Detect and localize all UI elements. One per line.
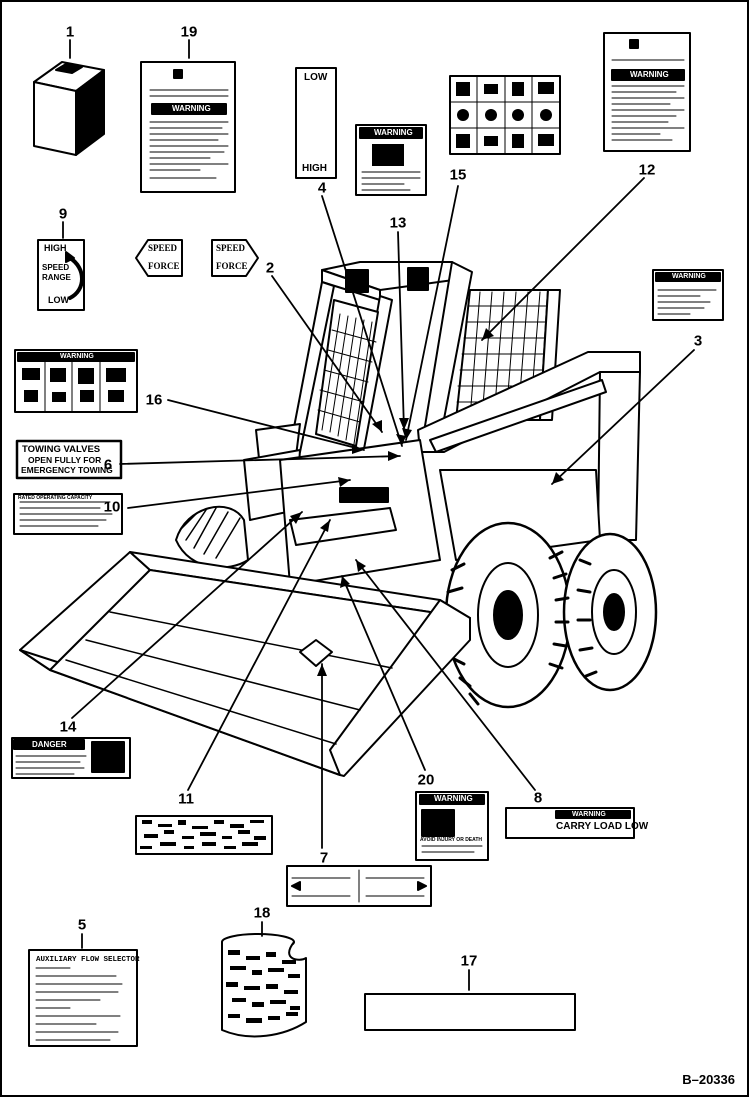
- decal-17-plate: [364, 993, 576, 1031]
- callout-16: 16: [145, 391, 163, 409]
- decal-9-speed-range: [37, 239, 85, 311]
- callout-7: 7: [319, 849, 329, 867]
- warning-header-20: WARNING: [434, 794, 473, 803]
- callout-19: 19: [180, 23, 198, 41]
- figure-code: B–20336: [682, 1072, 735, 1087]
- callout-20: 20: [417, 771, 435, 789]
- warning-header-8: WARNING: [572, 811, 606, 818]
- callout-6: 6: [103, 456, 113, 474]
- avoid-injury-text: AVOID INJURY OR DEATH: [420, 837, 483, 843]
- warning-header-right: WARNING: [630, 70, 669, 79]
- callout-17: 17: [460, 952, 478, 970]
- towing-line-1: TOWING VALVES: [22, 444, 101, 455]
- decal-speed-force-left: [135, 239, 183, 277]
- callout-2: 2: [265, 259, 275, 277]
- danger-header: DANGER: [32, 740, 67, 749]
- callout-18: 18: [253, 904, 271, 922]
- carry-load-low: CARRY LOAD LOW: [556, 821, 649, 832]
- speed-range-speed: SPEED: [42, 263, 70, 272]
- speed-range-range: RANGE: [42, 273, 71, 282]
- speed-force-right-speed: SPEED: [216, 243, 246, 253]
- callout-3: 3: [693, 332, 703, 350]
- callout-9: 9: [58, 205, 68, 223]
- towing-line-3: EMERGENCY TOWING: [21, 465, 113, 475]
- callout-14: 14: [59, 718, 77, 736]
- speed-force-left-force: FORCE: [148, 261, 180, 271]
- decal-19-warning-label: [140, 61, 236, 193]
- decal-speed-force-right: [211, 239, 259, 277]
- decal-low-high: [295, 67, 337, 179]
- rated-capacity-text: RATED OPERATING CAPACITY: [18, 495, 93, 501]
- high-label: HIGH: [302, 163, 327, 174]
- decal-18-roll: [221, 933, 307, 1038]
- callout-12: 12: [638, 161, 656, 179]
- callout-8: 8: [533, 789, 543, 807]
- warning-header-4: WARNING: [374, 128, 413, 137]
- callout-1: 1: [65, 23, 75, 41]
- skid-steer-loader: [19, 261, 658, 777]
- warning-header-multi: WARNING: [60, 353, 94, 360]
- speed-range-low: LOW: [48, 295, 69, 305]
- callout-5: 5: [77, 916, 87, 934]
- warning-header-19: WARNING: [172, 104, 211, 113]
- decal-1-package: [33, 61, 105, 156]
- callout-10: 10: [103, 498, 121, 516]
- speed-range-high: HIGH: [44, 243, 67, 253]
- auxiliary-title: AUXILIARY FLOW SELECTOR: [36, 956, 140, 964]
- leader-lines: [62, 39, 695, 991]
- decal-5-auxiliary-flow: [28, 949, 138, 1047]
- speed-force-left-speed: SPEED: [148, 243, 178, 253]
- towing-line-2: OPEN FULLY FOR: [28, 455, 102, 465]
- callout-13: 13: [389, 214, 407, 232]
- low-label: LOW: [304, 72, 328, 83]
- callout-11: 11: [178, 790, 194, 808]
- callout-15: 15: [449, 166, 467, 184]
- warning-header-small: WARNING: [672, 273, 706, 280]
- speed-force-right-force: FORCE: [216, 261, 248, 271]
- callout-4: 4: [317, 179, 327, 197]
- decal-6-towing-valves: [15, 439, 123, 480]
